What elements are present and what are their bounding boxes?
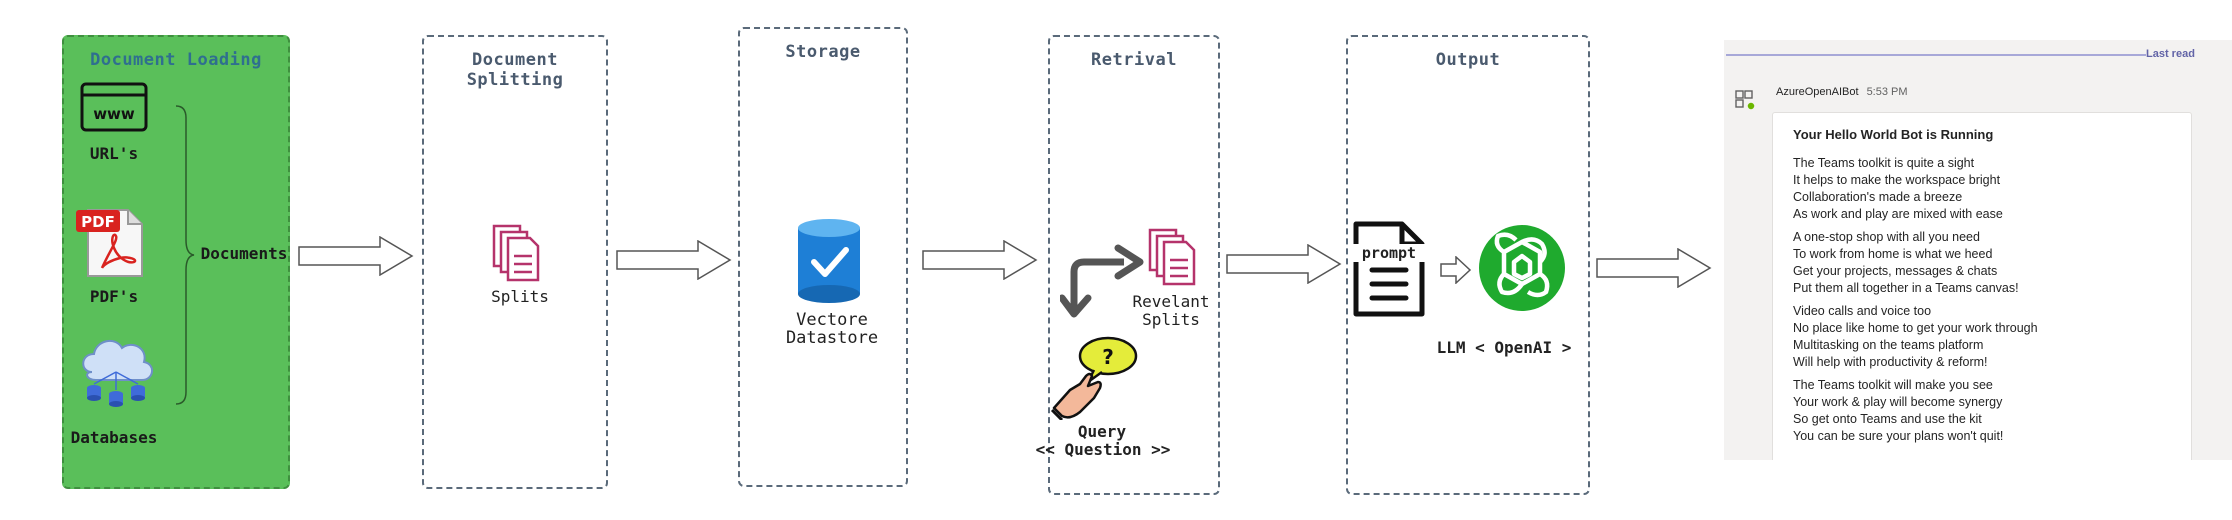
source-label-databases: Databases	[70, 428, 158, 447]
poem-line: Your work & play will become synergy	[1793, 395, 2003, 409]
flow-arrow	[1596, 248, 1712, 288]
query-hand-icon: ?	[1050, 336, 1138, 420]
poem-stanza: The Teams toolkit is quite a sight It he…	[1793, 155, 2003, 223]
flow-arrow	[1226, 244, 1342, 284]
stage-title: Document Loading	[90, 50, 262, 70]
stage-document-splitting: Document Splitting	[422, 35, 608, 489]
llm-label: LLM < OpenAI >	[1436, 338, 1572, 357]
stage-title: Retrival	[1091, 50, 1177, 70]
bot-app-icon	[1735, 90, 1756, 111]
poem-line: It helps to make the workspace bright	[1793, 173, 2001, 187]
message-time: 5:53 PM	[1866, 86, 1908, 98]
openai-logo-icon	[1479, 225, 1565, 311]
poem-line: No place like home to get your work thro…	[1793, 321, 2038, 335]
poem-line: You can be sure your plans won't quit!	[1793, 429, 2004, 443]
stage-title: Storage	[785, 42, 861, 62]
query-label-line2: << Question >>	[1035, 440, 1171, 459]
svg-text:?: ?	[1102, 345, 1114, 369]
poem-line: Collaboration's made a breeze	[1793, 190, 1963, 204]
brace-connector	[175, 105, 195, 405]
poem-stanza: The Teams toolkit will make you see Your…	[1793, 377, 2003, 445]
poem-stanza: A one-stop shop with all you need To wor…	[1793, 229, 2019, 297]
prompt-label: prompt	[1352, 244, 1426, 262]
relevant-splits-label-line2: Splits	[1142, 310, 1200, 329]
poem-line: Get your projects, messages & chats	[1793, 264, 1998, 278]
www-text: www	[93, 105, 135, 123]
stage-title: Output	[1435, 50, 1501, 70]
source-label-pdfs: PDF's	[89, 287, 139, 306]
flow-arrow	[616, 240, 732, 280]
poem-line: Multitasking on the teams platform	[1793, 338, 1984, 352]
last-read-divider	[1726, 54, 2146, 56]
teams-chat-panel: Last read AzureOpenAIBot 5:53 PM Your Hel…	[1724, 40, 2232, 460]
message-header: AzureOpenAIBot 5:53 PM	[1776, 86, 1908, 98]
stage-retrival: Retrival	[1048, 35, 1220, 495]
flow-arrow	[298, 236, 414, 276]
splits-documents-icon	[492, 224, 540, 282]
card-title: Your Hello World Bot is Running	[1793, 127, 1994, 142]
relevant-splits-icon	[1148, 228, 1196, 286]
poem-line: The Teams toolkit will make you see	[1793, 378, 1993, 392]
adaptive-card: Your Hello World Bot is Running The Team…	[1772, 112, 2192, 460]
poem-line: Will help with productivity & reform!	[1793, 355, 1988, 369]
vector-datastore-icon	[798, 219, 860, 303]
poem-line: A one-stop shop with all you need	[1793, 230, 1980, 244]
splits-label: Splits	[491, 287, 549, 306]
poem-line: To work from home is what we heed	[1793, 247, 1993, 261]
sender-name: AzureOpenAIBot	[1776, 86, 1859, 98]
flow-arrow	[922, 240, 1038, 280]
poem-stanza: Video calls and voice too No place like …	[1793, 303, 2038, 371]
cloud-database-icon	[82, 339, 153, 407]
relevant-splits-label-line1: Revelant	[1132, 292, 1210, 311]
poem-line: Put them all together in a Teams canvas!	[1793, 281, 2019, 295]
poem-line: Video calls and voice too	[1793, 304, 1932, 318]
prompt-document-icon	[1353, 221, 1425, 317]
poem-line: So get onto Teams and use the kit	[1793, 412, 1982, 426]
stage-title: Document Splitting	[466, 50, 564, 90]
stage-storage: Storage	[738, 27, 908, 487]
pdf-icon: PDF	[76, 209, 143, 277]
datastore-label-line2: Datastore	[785, 328, 879, 348]
pdf-text: PDF	[81, 213, 115, 231]
last-read-label: Last read	[2146, 48, 2195, 60]
stage-output: Output	[1346, 35, 1590, 495]
poem-line: The Teams toolkit is quite a sight	[1793, 156, 1975, 170]
datastore-label-line1: Vectore	[796, 310, 868, 330]
poem-line: As work and play are mixed with ease	[1793, 207, 2003, 221]
query-label-line1: Query	[1077, 422, 1127, 441]
small-arrow	[1440, 256, 1472, 284]
web-page-icon: www	[80, 82, 148, 132]
source-label-urls: URL's	[89, 144, 139, 163]
documents-label: Documents	[200, 244, 288, 263]
retrieve-arrow-icon	[1060, 244, 1144, 318]
